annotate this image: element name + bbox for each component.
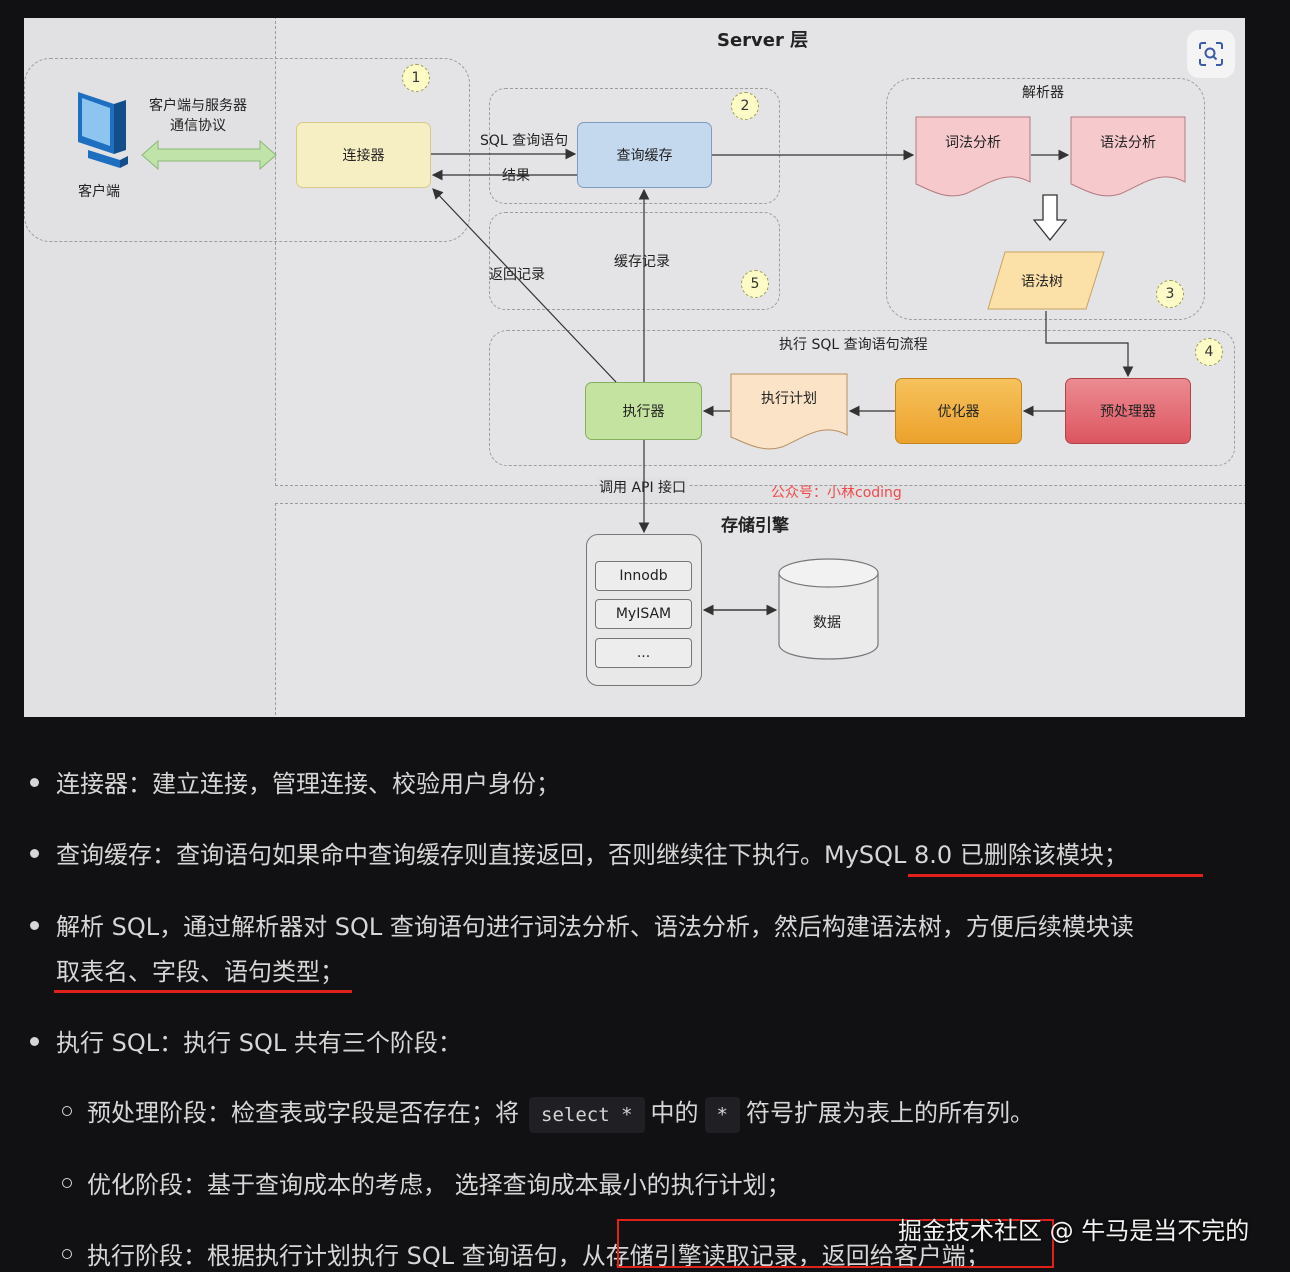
engine-myisam: MyISAM: [595, 599, 692, 629]
flow-arrows: [431, 148, 1134, 616]
preprocessor-box: 预处理器: [1065, 378, 1191, 444]
item2-text: 查询缓存：查询语句如果命中查询缓存则直接返回，否则继续往下执行。: [56, 841, 824, 869]
api-call-label: 调用 API 接口: [597, 477, 689, 497]
lexical-analysis-label: 词法分析: [945, 135, 1001, 151]
list-item: 查询缓存：查询语句如果命中查询缓存则直接返回，否则继续往下执行。MySQL 8.…: [30, 835, 1128, 870]
watermark-label: 公众号：小林coding: [771, 485, 902, 501]
engine-innodb: Innodb: [595, 561, 692, 591]
result-label: 结果: [502, 168, 530, 184]
step-number-4: 4: [1195, 338, 1223, 366]
sub-list-item: 优化阶段：基于查询成本的考虑， 选择查询成本最小的执行计划；: [62, 1165, 791, 1200]
data-label: 数据: [813, 615, 841, 631]
bidirectional-arrow: [141, 139, 277, 171]
exec-flow-title: 执行 SQL 查询语句流程: [779, 337, 928, 353]
step-number-3: 3: [1156, 280, 1184, 308]
client-label: 客户端: [78, 184, 120, 200]
bullet-dot: [30, 1037, 39, 1046]
sub1-text-a: 预处理阶段：检查表或字段是否存在；将: [87, 1099, 519, 1127]
sub-list-item: 预处理阶段：检查表或字段是否存在；将 select *中的*符号扩展为表上的所有列…: [62, 1093, 1034, 1133]
sub3-highlight: 从存储引擎读取记录，返回给客户端: [581, 1242, 966, 1270]
item3-text-line1: 解析 SQL，通过解析器对 SQL 查询语句进行词法分析、语法分析，然后构建语法…: [56, 913, 1134, 941]
highlight-underline: [908, 874, 1203, 877]
mysql-architecture-diagram: Server 层 存储引擎 1 2 3 4 5 客户端 客户端与服务器 通信协议…: [24, 18, 1245, 717]
bullet-ring: [62, 1249, 72, 1259]
inline-code-select: select *: [529, 1097, 645, 1133]
cache-record-region: [489, 212, 780, 310]
highlight-box: [617, 1219, 1054, 1268]
bullet-dot: [30, 921, 39, 930]
item3-text-line2: 取表名、字段、语句类型；: [56, 958, 344, 986]
server-layer-title: Server 层: [717, 30, 809, 51]
list-item-continuation: 取表名、字段、语句类型；: [30, 952, 344, 987]
sub-list-item: 执行阶段：根据执行计划执行 SQL 查询语句，从存储引擎读取记录，返回给客户端；: [62, 1236, 990, 1271]
site-watermark: 掘金技术社区 @ 牛马是当不完的: [898, 1217, 1250, 1245]
optimizer-box: 优化器: [895, 378, 1022, 444]
executor-box: 执行器: [585, 382, 702, 440]
sub2-text: 优化阶段：基于查询成本的考虑， 选择查询成本最小的执行计划；: [87, 1171, 791, 1199]
protocol-label: 客户端与服务器 通信协议: [149, 98, 247, 134]
engine-more: ...: [595, 638, 692, 668]
inline-code-asterisk: *: [704, 1097, 740, 1133]
cache-record-label: 缓存记录: [614, 254, 670, 270]
exec-plan-doc: 执行计划: [730, 373, 848, 451]
bullet-ring: [62, 1106, 72, 1116]
return-record-label: 返回记录: [489, 267, 545, 283]
syntax-tree-label: 语法树: [1021, 274, 1063, 290]
syntax-analysis-label: 语法分析: [1100, 135, 1156, 151]
image-scan-button[interactable]: [1187, 30, 1235, 78]
client-region: [24, 58, 470, 242]
step-number-2: 2: [731, 92, 759, 120]
sub3-text: 执行阶段：根据执行计划执行 SQL 查询语句，: [87, 1242, 582, 1270]
query-cache-box: 查询缓存: [577, 122, 712, 188]
sql-query-label: SQL 查询语句: [480, 133, 569, 149]
list-item: 连接器：建立连接，管理连接、校验用户身份；: [30, 764, 560, 799]
bullet-ring: [62, 1178, 72, 1188]
hollow-down-arrow: [1033, 194, 1067, 242]
step-number-5: 5: [741, 270, 769, 298]
syntax-analysis-doc: 语法分析: [1070, 116, 1186, 198]
storage-layer-title: 存储引擎: [721, 516, 789, 536]
highlight-underline: [54, 990, 352, 993]
sub1-text-c: 符号扩展为表上的所有列。: [745, 1099, 1034, 1127]
connector-box: 连接器: [296, 122, 431, 188]
list-item: 执行 SQL：执行 SQL 共有三个阶段：: [30, 1023, 462, 1058]
item2-highlight: MySQL 8.0 已删除该模块；: [824, 841, 1128, 869]
cache-region: [489, 88, 780, 204]
computer-monitor-icon: [78, 92, 128, 168]
sub3-end: ；: [965, 1242, 990, 1270]
syntax-tree-shape: [987, 251, 1105, 310]
exec-plan-label: 执行计划: [761, 391, 817, 407]
step-number-1: 1: [402, 64, 430, 92]
sub1-text-b: 中的: [650, 1099, 699, 1127]
list-item: 解析 SQL，通过解析器对 SQL 查询语句进行词法分析、语法分析，然后构建语法…: [30, 907, 1134, 942]
explanation-list: 连接器：建立连接，管理连接、校验用户身份； 查询缓存：查询语句如果命中查询缓存则…: [0, 717, 1290, 1272]
database-cylinder-icon: [778, 558, 879, 660]
parser-title: 解析器: [1022, 85, 1064, 101]
scan-icon: [1199, 42, 1223, 66]
bullet-dot: [30, 849, 39, 858]
exec-flow-region: [489, 330, 1235, 466]
item1-text: 连接器：建立连接，管理连接、校验用户身份；: [56, 770, 560, 798]
bullet-dot: [30, 778, 39, 787]
lexical-analysis-doc: 词法分析: [915, 116, 1031, 198]
item4-text: 执行 SQL：执行 SQL 共有三个阶段：: [56, 1029, 462, 1057]
